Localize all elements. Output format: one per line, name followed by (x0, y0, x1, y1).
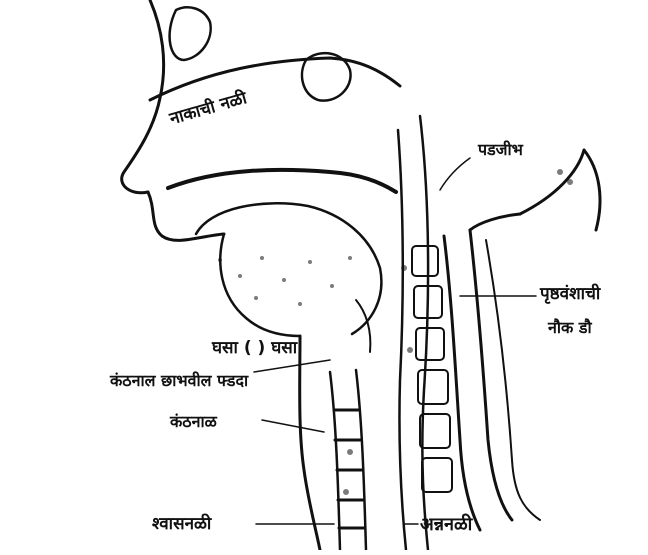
label-oesophagus: अन्ननळी (420, 516, 472, 534)
label-vertebral-column-line1: पृष्ठवंशाची (540, 286, 600, 303)
label-larynx: कंठनाळ (170, 414, 217, 430)
label-vertebral-column-line2: नौक डौ (548, 320, 592, 336)
label-throat-line2: कंठनाल छाभवील फ्डदा (110, 373, 248, 389)
label-trachea: श्वासनळी (152, 516, 211, 533)
label-throat-line1: घसा ( ) घसा (212, 340, 297, 357)
label-soft-palate: पडजीभ (478, 142, 523, 158)
